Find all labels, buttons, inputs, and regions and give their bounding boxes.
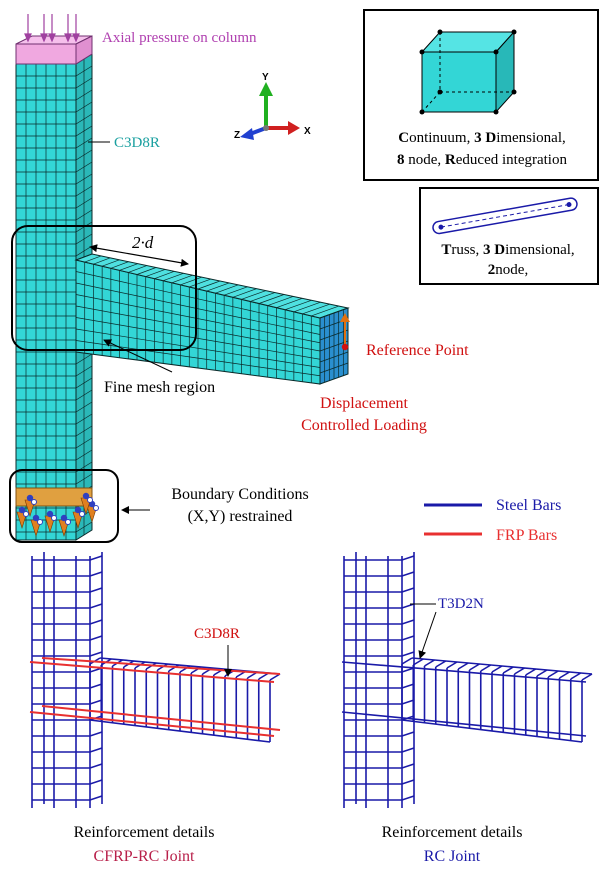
- truss-line2: 2node,: [488, 262, 528, 278]
- legend-frp-label: FRP Bars: [496, 527, 557, 544]
- axes-triad: Y Z X: [234, 72, 311, 141]
- fine-mesh-leader: [103, 339, 173, 373]
- boundary-frame: [9, 469, 119, 543]
- t3d2n-arrow: [418, 611, 437, 659]
- legend-steel-label: Steel Bars: [496, 497, 561, 514]
- reinf-left-line1: Reinforcement details: [74, 824, 215, 841]
- fine-mesh-label: Fine mesh region: [104, 379, 215, 396]
- column-mesh: [15, 53, 93, 541]
- pressure-arrows: [24, 14, 80, 43]
- t3d2n-label: T3D2N: [438, 596, 484, 612]
- reinf-left-line2: CFRP-RC Joint: [94, 848, 195, 865]
- truss-line1: Truss, 3 Dimensional,: [441, 242, 574, 258]
- boundary-line1: Boundary Conditions: [171, 486, 308, 503]
- axial-pressure-label: Axial pressure on column: [102, 30, 257, 46]
- beam-mesh: [74, 253, 350, 385]
- boundary-line2: (X,Y) restrained: [188, 508, 293, 525]
- truss-panel: Truss, 3 Dimensional, 2node,: [419, 187, 599, 285]
- reference-point-label: Reference Point: [366, 342, 469, 359]
- reference-point-marker: [340, 313, 350, 351]
- axis-z-label: Z: [234, 130, 240, 141]
- cfrp-rc-reinforcement-cage: [29, 552, 281, 808]
- dimension-arrow: [89, 244, 189, 267]
- displacement-line1: Displacement: [320, 395, 409, 412]
- dimension-label: 2·d: [132, 233, 154, 252]
- pressure-cap: [15, 35, 93, 65]
- reinf-right-line2: RC Joint: [424, 848, 481, 865]
- continuum-line1: Continuum, 3 Dimensional,: [398, 130, 566, 146]
- c3d8r-red-label: C3D8R: [194, 626, 240, 642]
- continuum-panel: Continuum, 3 Dimensional, 8 node, Reduce…: [363, 9, 599, 181]
- fine-mesh-frame: [11, 225, 197, 351]
- displacement-line2: Controlled Loading: [301, 417, 427, 434]
- axis-y-label: Y: [262, 72, 269, 83]
- boundary-supports: [15, 487, 99, 538]
- continuum-line2: 8 node, Reduced integration: [397, 152, 567, 168]
- legend: Steel Bars FRP Bars: [424, 497, 561, 544]
- axis-x-label: X: [304, 126, 311, 137]
- c3d8r-label: C3D8R: [114, 135, 160, 151]
- reinf-right-line1: Reinforcement details: [382, 824, 523, 841]
- rc-reinforcement-cage: [341, 552, 593, 808]
